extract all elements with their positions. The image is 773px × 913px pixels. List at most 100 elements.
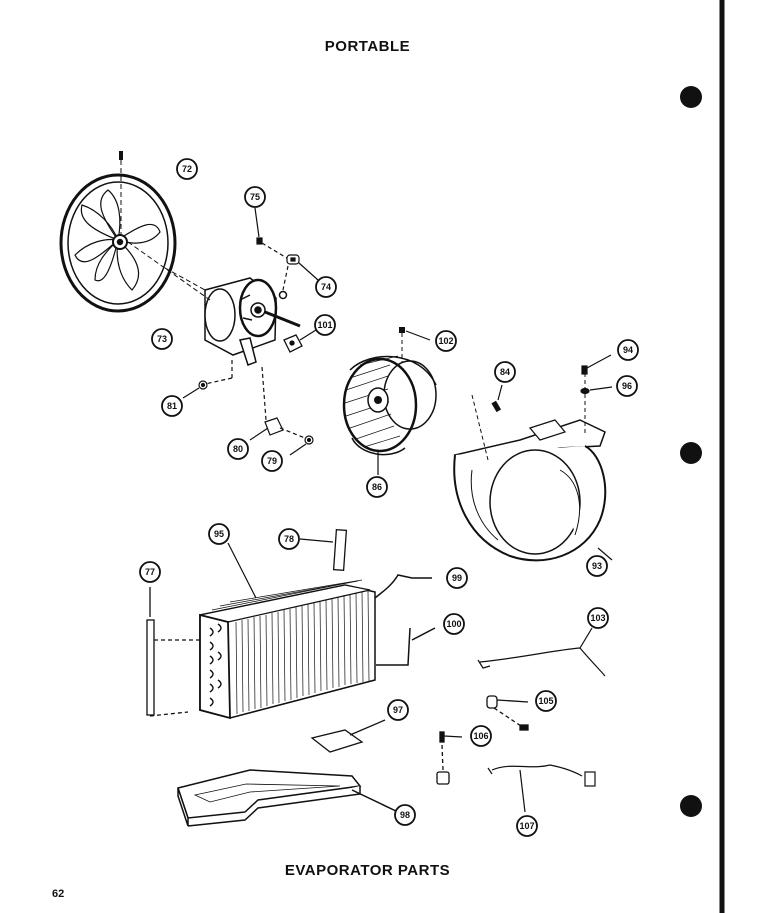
support-rod [146, 587, 200, 717]
callout-number: 79 [267, 456, 277, 466]
callout-circle [494, 361, 516, 383]
section-title: EVAPORATOR PARTS [284, 862, 451, 879]
callout-number: 80 [233, 444, 243, 454]
callout-circle [394, 804, 416, 826]
callout-number: 81 [167, 401, 177, 411]
binder-hole [680, 795, 702, 817]
blower-wheel [342, 355, 437, 456]
callout-number: 106 [473, 731, 488, 741]
callout-98: 98 [394, 804, 416, 826]
mount-bracket [283, 329, 317, 353]
callout-circle [315, 276, 337, 298]
callout-number: 93 [592, 561, 602, 571]
set-screw [399, 327, 405, 333]
page-number: 62 [52, 888, 65, 900]
fan-wheel [59, 173, 177, 313]
callout-100: 100 [443, 613, 465, 635]
set-screw [119, 151, 123, 160]
leader-line [227, 542, 257, 599]
callout-circle [387, 699, 409, 721]
callout-number: 98 [400, 810, 410, 820]
sensor-clip [436, 695, 529, 785]
callout-80: 80 [227, 438, 249, 460]
callout-95: 95 [208, 523, 230, 545]
callout-circle [151, 328, 173, 350]
blower-housing [453, 419, 607, 562]
callout-circle [535, 690, 557, 712]
fan-motor [204, 277, 301, 366]
callout-circle [516, 815, 538, 837]
callout-106: 106 [470, 725, 492, 747]
drain-pad [310, 719, 386, 753]
callout-circle [261, 450, 283, 472]
callout-number: 96 [622, 381, 632, 391]
binder-hole [680, 86, 702, 108]
callout-75: 75 [244, 186, 266, 208]
foam-strip [299, 529, 348, 571]
callout-circle [139, 561, 161, 583]
callout-number: 99 [452, 573, 462, 583]
evaporator-coil [199, 579, 376, 720]
callout-circle [443, 613, 465, 635]
callout-77: 77 [139, 561, 161, 583]
drain-tray [177, 769, 399, 827]
callout-circle [586, 555, 608, 577]
leader-line [597, 547, 613, 561]
callout-number: 101 [317, 320, 332, 330]
callout-number: 94 [623, 345, 633, 355]
binder-hole [680, 442, 702, 464]
callout-105: 105 [535, 690, 557, 712]
callout-96: 96 [616, 375, 638, 397]
callout-circle [176, 158, 198, 180]
callout-number: 95 [214, 529, 224, 539]
leader-line [127, 241, 211, 301]
callout-84: 84 [494, 361, 516, 383]
callout-number: 78 [284, 534, 294, 544]
callout-circle [470, 725, 492, 747]
callout-circle [617, 339, 639, 361]
callout-99: 99 [446, 567, 468, 589]
callout-number: 86 [372, 482, 382, 492]
callout-circle [161, 395, 183, 417]
callout-number: 74 [321, 282, 331, 292]
callout-number: 97 [393, 705, 403, 715]
callout-circle [208, 523, 230, 545]
callout-number: 102 [438, 336, 453, 346]
callout-101: 101 [314, 314, 336, 336]
refrigerant-tubes [374, 574, 436, 666]
page-title: PORTABLE [324, 38, 411, 55]
callout-103: 103 [587, 607, 609, 629]
callout-74: 74 [315, 276, 337, 298]
capillary-tube [477, 627, 606, 677]
wire-harness [487, 764, 596, 813]
callout-labels: 72 75 74 73 101 102 94 84 96 81 80 79 86 93 95 78 77 99 10… [139, 158, 639, 837]
callout-97: 97 [387, 699, 409, 721]
callout-circle [616, 375, 638, 397]
screw-and-clip [254, 207, 319, 291]
callout-circle [446, 567, 468, 589]
callout-102: 102 [435, 330, 457, 352]
callout-81: 81 [161, 395, 183, 417]
callout-number: 103 [590, 613, 605, 623]
callout-number: 73 [157, 334, 167, 344]
callout-86: 86 [366, 476, 388, 498]
housing-screws [491, 354, 613, 413]
callout-number: 105 [538, 696, 553, 706]
callout-78: 78 [278, 528, 300, 550]
callout-72: 72 [176, 158, 198, 180]
callout-circle [435, 330, 457, 352]
callout-79: 79 [261, 450, 283, 472]
callout-number: 75 [250, 192, 260, 202]
motor-hardware [182, 360, 314, 456]
callout-73: 73 [151, 328, 173, 350]
callout-circle [587, 607, 609, 629]
leader-line [405, 330, 431, 341]
callout-number: 84 [500, 367, 510, 377]
callout-circle [227, 438, 249, 460]
callout-number: 100 [446, 619, 461, 629]
callout-number: 77 [145, 567, 155, 577]
callout-number: 72 [182, 164, 192, 174]
callout-circle [278, 528, 300, 550]
